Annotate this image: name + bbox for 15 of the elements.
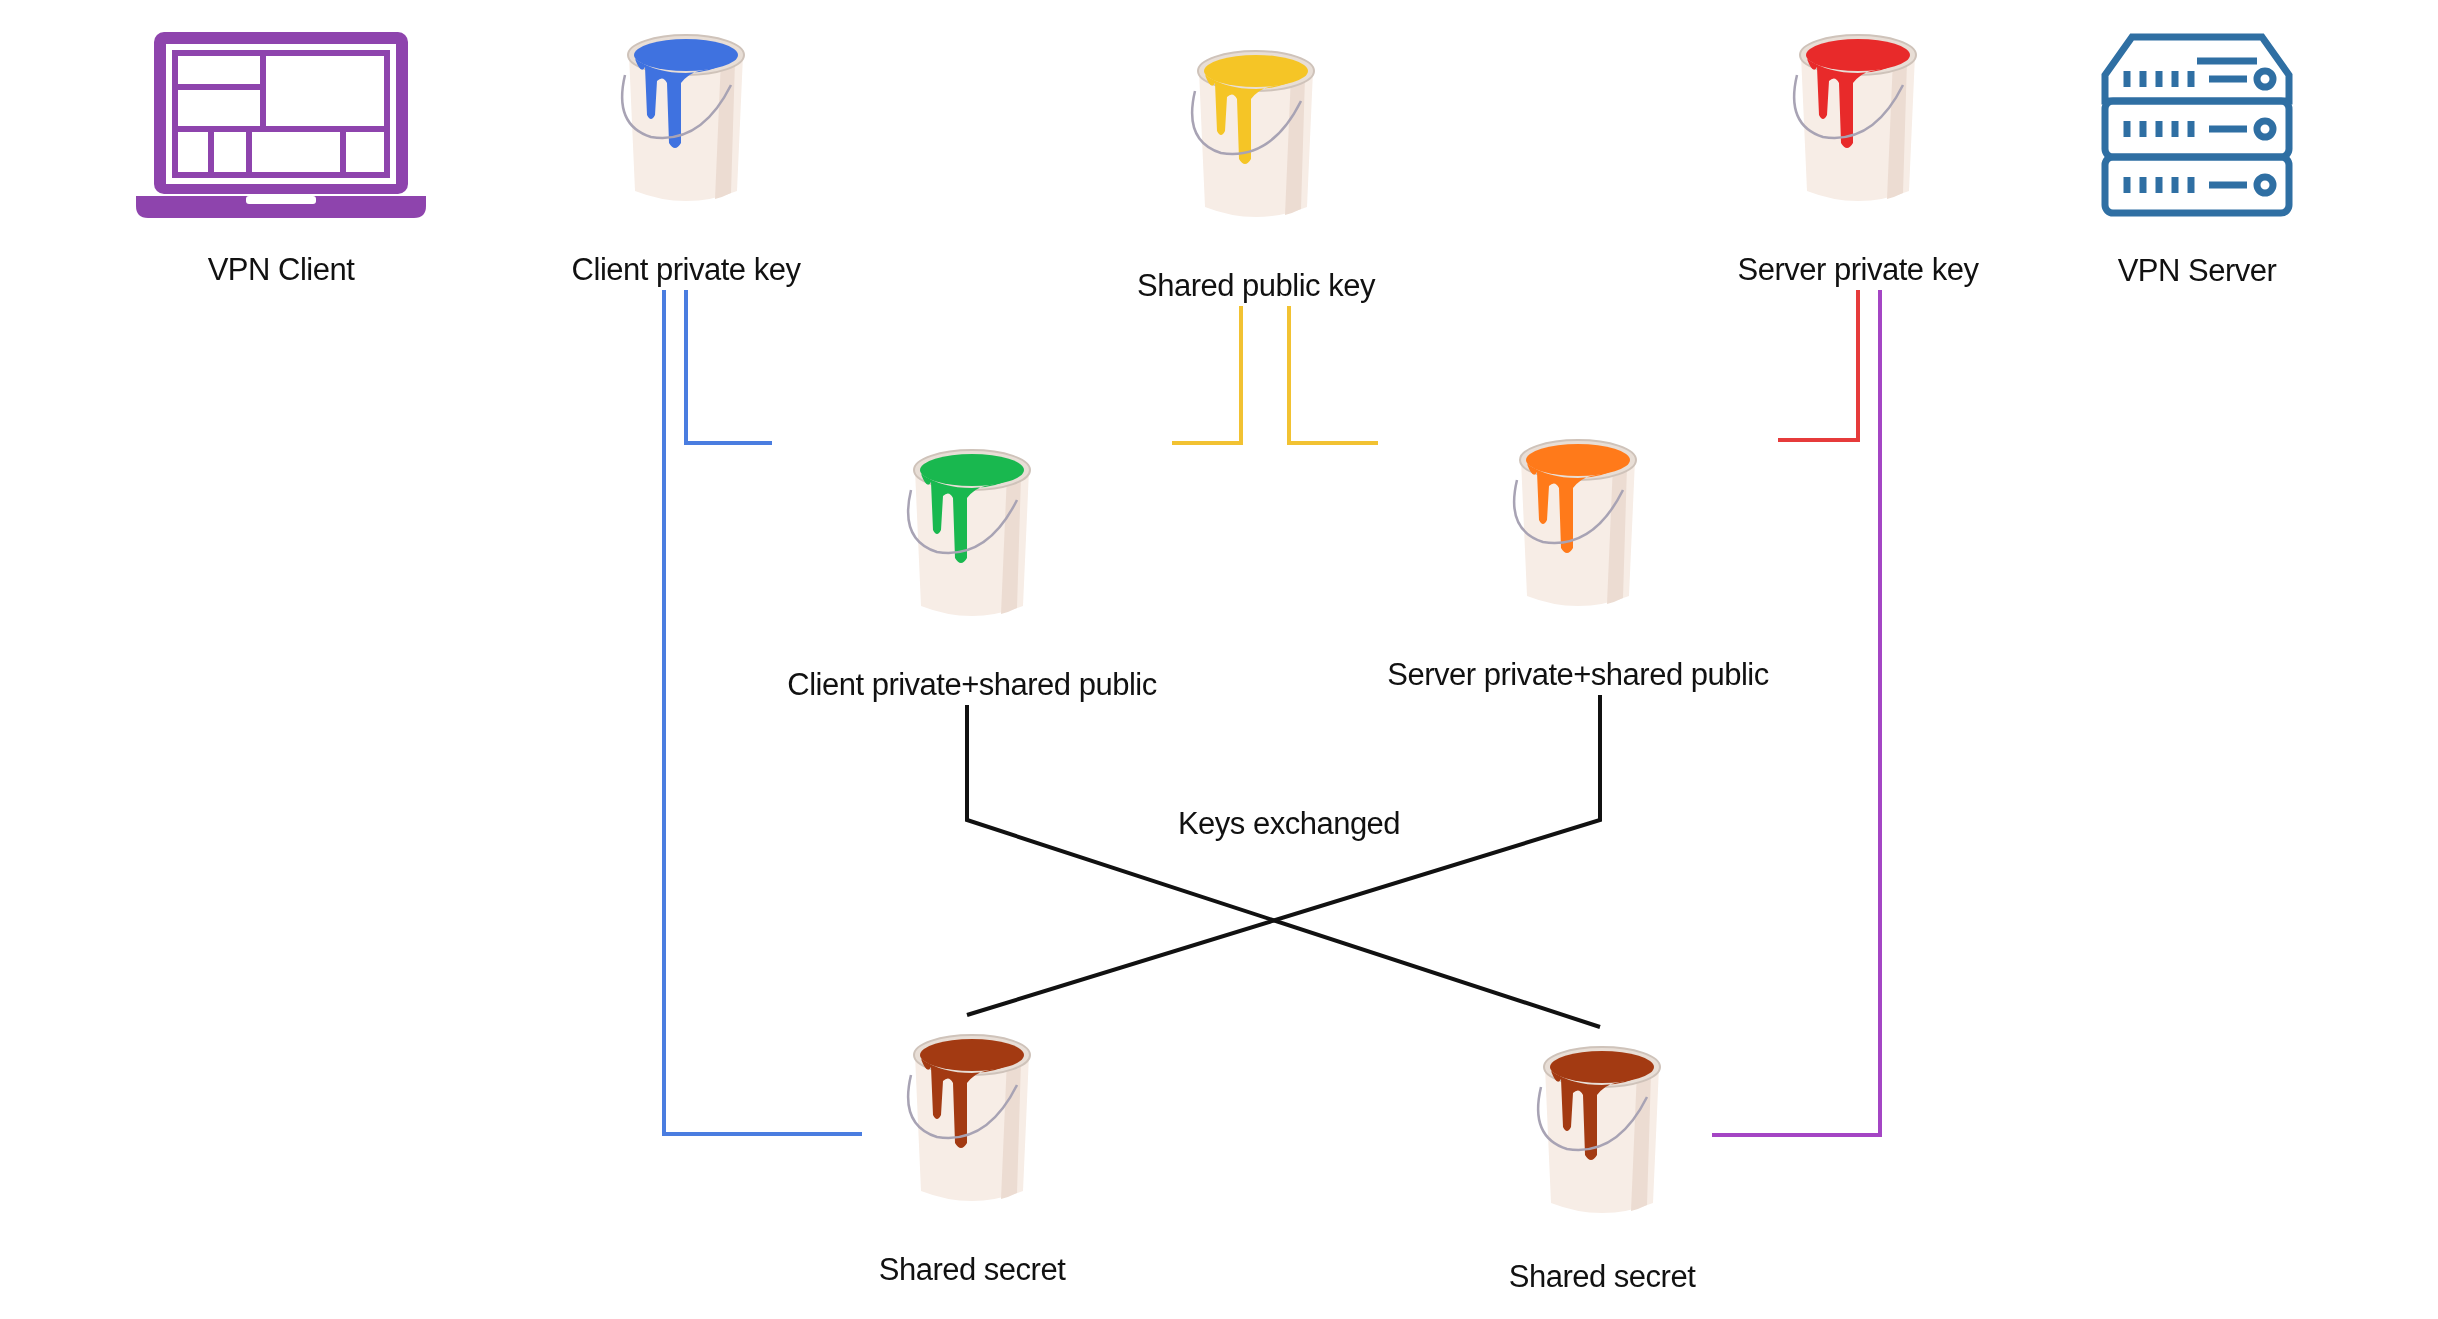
connector-line xyxy=(1712,290,1882,1137)
connector-line xyxy=(662,290,862,1136)
connector-line xyxy=(1778,290,1860,442)
node-label: Server private+shared public xyxy=(1387,656,1769,694)
node-label: Client private key xyxy=(571,251,801,289)
node-label: Server private key xyxy=(1737,251,1979,289)
node-label: VPN Server xyxy=(2117,252,2277,290)
node-label: Shared public key xyxy=(1137,267,1375,305)
connector-line xyxy=(1172,306,1243,445)
connector-line xyxy=(684,290,772,445)
node-label: Shared secret xyxy=(878,1251,1066,1289)
connector-line xyxy=(1287,306,1378,445)
node-label: VPN Client xyxy=(207,251,355,289)
node-label: Shared secret xyxy=(1508,1258,1696,1296)
node-label: Client private+shared public xyxy=(787,666,1157,704)
